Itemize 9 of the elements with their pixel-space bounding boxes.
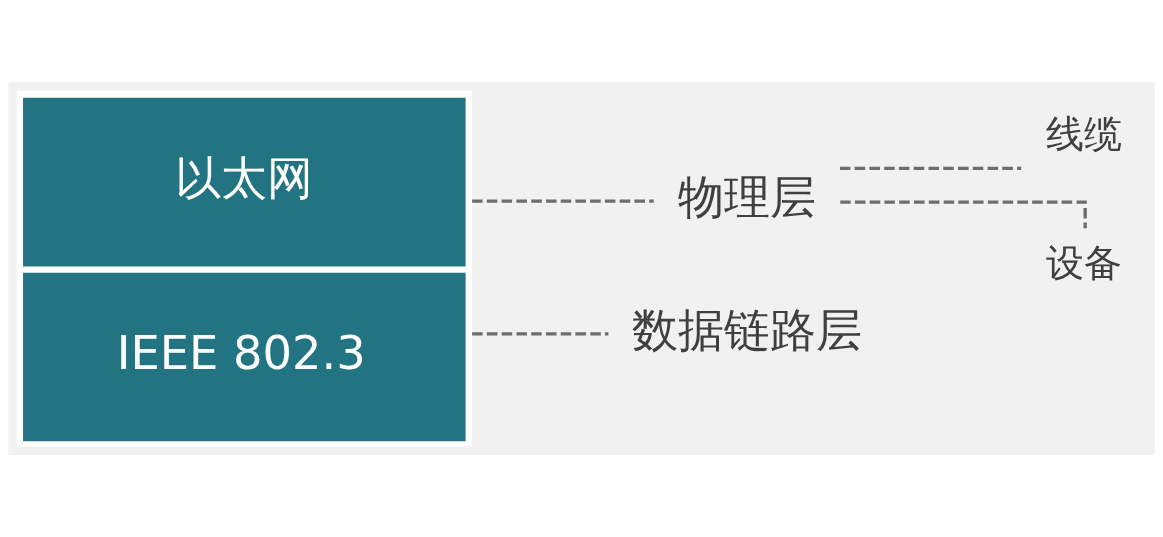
connector <box>472 332 609 336</box>
node-text: 设备 <box>1046 240 1123 285</box>
node-text: 数据链路层 <box>631 302 862 357</box>
node-box: 以太网 IEEE 802.3 <box>16 90 472 447</box>
node-text: 物理层 <box>677 169 816 224</box>
node-text: 线缆 <box>1046 112 1123 157</box>
connector <box>839 166 1022 171</box>
connector <box>840 200 1087 229</box>
connector <box>472 199 654 203</box>
